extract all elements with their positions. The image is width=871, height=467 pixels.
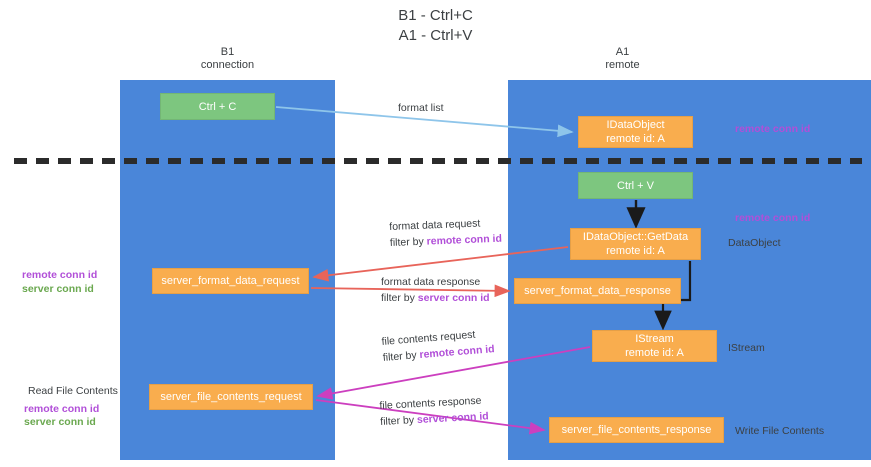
node-server-format-data-response[interactable]: server_format_data_response: [514, 278, 681, 304]
node-istream-label: IStream: [635, 333, 674, 345]
node-server-format-data-request[interactable]: server_format_data_request: [152, 268, 309, 294]
node-istream[interactable]: IStream remote id: A: [592, 330, 717, 362]
label-left-remote-conn-id-1: remote conn id: [22, 269, 98, 281]
label-left-server-conn-id-1: server conn id: [22, 283, 94, 295]
page-title-line1: B1 - Ctrl+C: [398, 7, 473, 24]
lane-a1-heading-line2: remote: [605, 59, 640, 71]
edge-label-format-data-request: format data request filter by remote con…: [389, 215, 502, 251]
node-ctrl-c[interactable]: Ctrl + C: [160, 93, 275, 120]
node-idataobject-getdata[interactable]: IDataObject::GetData remote id: A: [570, 228, 701, 260]
label-format-list: format list: [398, 102, 444, 114]
node-server-file-contents-response[interactable]: server_file_contents_response: [549, 417, 724, 443]
edge-label-file-contents-response: file contents response filter by server …: [379, 392, 489, 430]
filter-by-text: filter by: [382, 349, 418, 364]
edge-label-format-data-response: format data response filter by server co…: [381, 274, 490, 306]
node-idataobject-getdata-sublabel: remote id: A: [606, 245, 665, 257]
lane-b1-heading-line2: connection: [200, 59, 255, 71]
edge-label-format-data-response-title: format data response: [381, 276, 481, 288]
page-title-line2: A1 - Ctrl+V: [398, 27, 473, 44]
filter-by-text: filter by: [379, 414, 415, 428]
node-ctrl-c-label: Ctrl + C: [198, 100, 237, 113]
node-ctrl-v-label: Ctrl + V: [617, 179, 654, 192]
node-server-file-contents-request[interactable]: server_file_contents_request: [149, 384, 313, 410]
edge-label-file-contents-request: file contents request filter by remote c…: [381, 325, 495, 366]
label-write-file-contents: Write File Contents: [735, 425, 825, 437]
filter-key-remote-conn-id: remote conn id: [426, 232, 503, 248]
page-title: B1 - Ctrl+C A1 - Ctrl+V: [0, 6, 871, 46]
label-remote-conn-id-top: remote conn id: [735, 123, 811, 135]
filter-by-text: filter by: [381, 292, 415, 304]
lane-a1-heading: A1 remote: [545, 46, 700, 72]
node-ctrl-v[interactable]: Ctrl + V: [578, 172, 693, 199]
lane-b1-heading: B1 connection: [150, 46, 305, 72]
node-server-format-data-request-label: server_format_data_request: [161, 275, 300, 287]
node-server-file-contents-response-label: server_file_contents_response: [561, 424, 712, 436]
filter-key-remote-conn-id: remote conn id: [419, 343, 496, 362]
node-idataobject-getdata-label: IDataObject::GetData: [582, 231, 689, 243]
node-istream-sublabel: remote id: A: [625, 347, 684, 359]
node-server-format-data-response-label: server_format_data_response: [524, 285, 671, 297]
node-server-file-contents-request-label: server_file_contents_request: [160, 391, 302, 403]
label-istream-side: IStream: [728, 342, 765, 354]
label-left-remote-conn-id-2: remote conn id: [24, 403, 100, 415]
node-idataobject[interactable]: IDataObject remote id: A: [578, 116, 693, 148]
filter-key-server-conn-id: server conn id: [417, 292, 490, 304]
node-idataobject-label: IDataObject: [606, 119, 665, 131]
edge-label-format-data-request-filter: filter by remote conn id: [390, 231, 503, 251]
label-remote-conn-id-mid: remote conn id: [735, 212, 811, 224]
lane-a1-heading-line1: A1: [615, 46, 630, 58]
lane-b1-heading-line1: B1: [220, 46, 235, 58]
node-idataobject-sublabel: remote id: A: [606, 133, 665, 145]
filter-by-text: filter by: [389, 235, 424, 249]
filter-key-server-conn-id: server conn id: [416, 410, 489, 427]
label-dataobject-side: DataObject: [728, 237, 781, 249]
label-read-file-contents: Read File Contents: [28, 385, 118, 397]
edge-label-format-data-response-filter: filter by server conn id: [381, 290, 490, 306]
label-left-server-conn-id-2: server conn id: [24, 416, 96, 428]
